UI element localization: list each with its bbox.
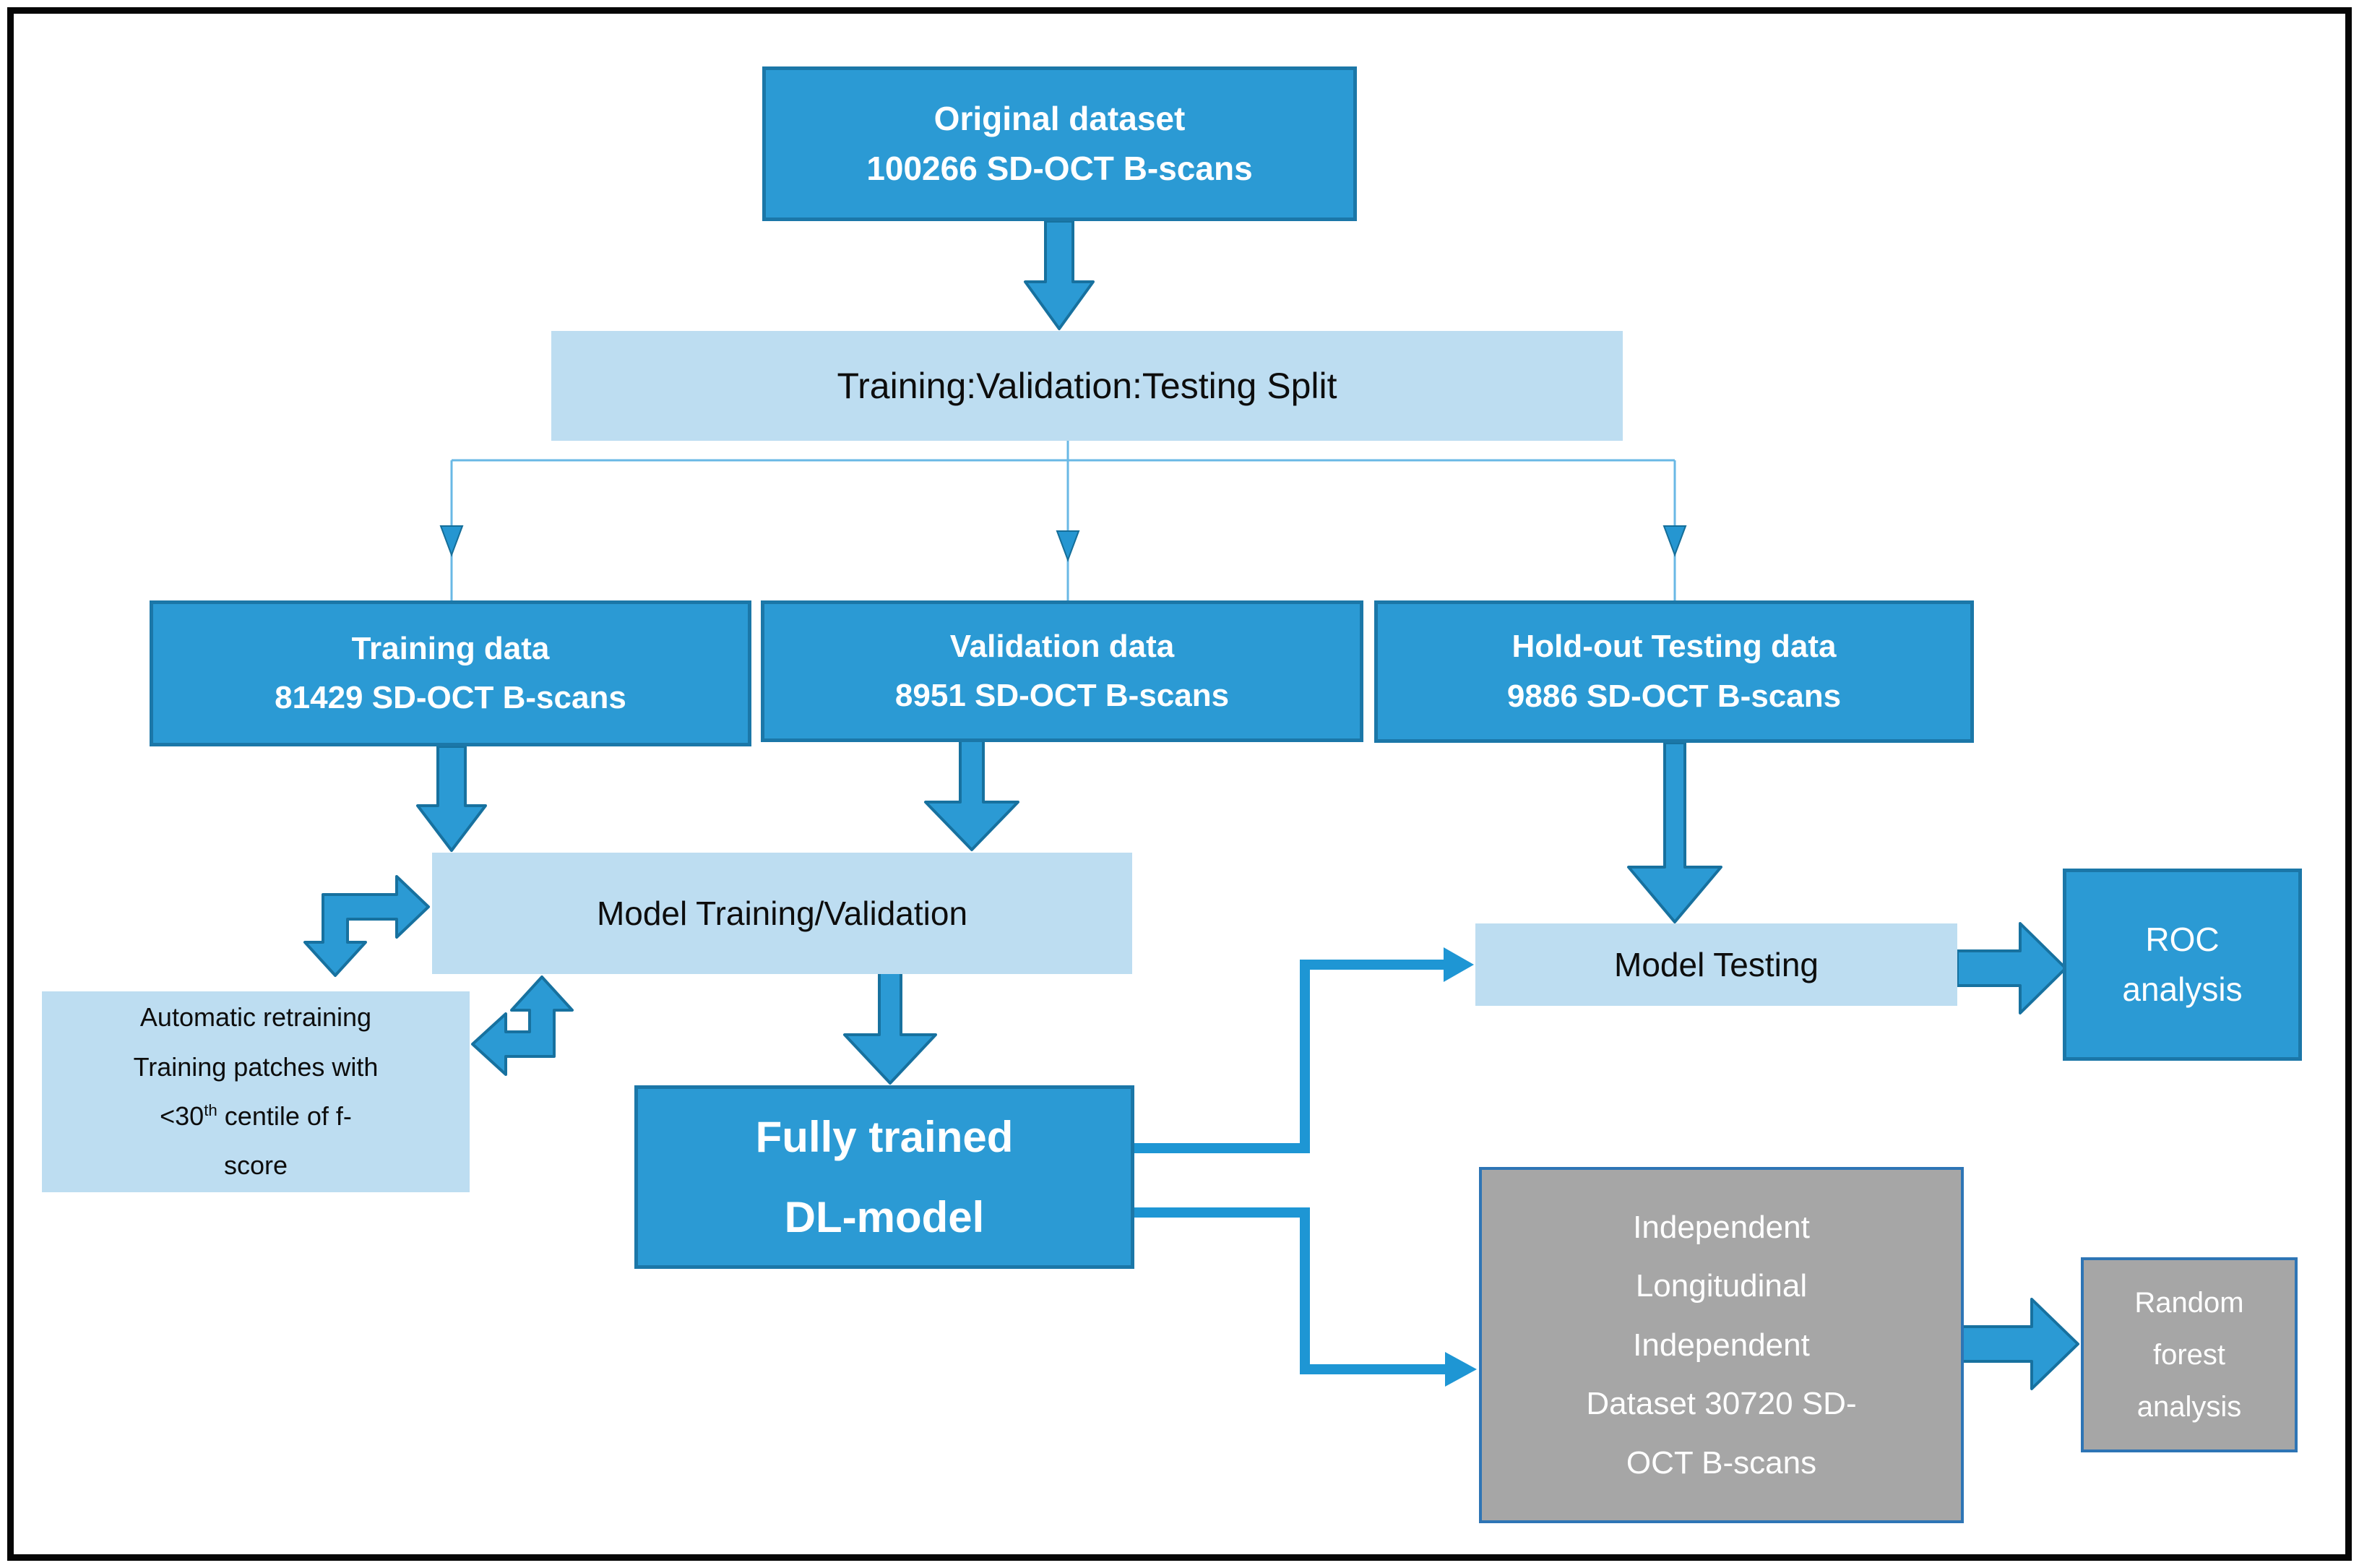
arrow-training-to-modeltv (416, 745, 487, 852)
dl-model-line2: DL-model (784, 1193, 985, 1241)
node-original-dataset: Original dataset 100266 SD-OCT B-scans (762, 66, 1357, 221)
elbow-arrowheads (1444, 947, 1477, 1387)
model-training-validation-label: Model Training/Validation (596, 894, 968, 932)
validation-data-line1: Validation data (949, 628, 1175, 664)
model-testing-label: Model Testing (1614, 945, 1819, 983)
node-random-forest: Random forest analysis (2081, 1257, 2298, 1452)
retraining-line1: Automatic retraining (139, 1002, 372, 1033)
arrowhead-to-validation (1056, 530, 1080, 562)
independent-line5: OCT B-scans (1626, 1444, 1817, 1481)
split-label: Training:Validation:Testing Split (837, 365, 1337, 406)
node-roc-analysis: ROC analysis (2063, 869, 2302, 1061)
node-validation-data: Validation data 8951 SD-OCT B-scans (761, 600, 1363, 742)
arrowhead-to-training (439, 525, 464, 557)
node-split: Training:Validation:Testing Split (551, 331, 1623, 441)
node-holdout-data: Hold-out Testing data 9886 SD-OCT B-scan… (1374, 600, 1974, 743)
roc-line1: ROC (2145, 921, 2220, 958)
arrowhead-into-independent (1445, 1352, 1477, 1387)
elbow-dlmodel-to-modeltesting (1125, 960, 1445, 1153)
arrow-original-to-split (1024, 220, 1095, 330)
node-fully-trained-dl-model: Fully trained DL-model (634, 1085, 1134, 1269)
retraining-superscript: th (204, 1101, 217, 1119)
node-independent-dataset: Independent Longitudinal Independent Dat… (1479, 1167, 1964, 1523)
validation-data-line2: 8951 SD-OCT B-scans (894, 678, 1230, 713)
bent-arrow-modeltv-to-retraining (303, 875, 430, 977)
arrowhead-into-modeltesting (1444, 947, 1474, 982)
holdout-data-line2: 9886 SD-OCT B-scans (1506, 678, 1842, 714)
retraining-line4: score (223, 1150, 288, 1181)
random-forest-line1: Random (2134, 1287, 2244, 1319)
original-dataset-line2: 100266 SD-OCT B-scans (866, 150, 1253, 187)
dlmodel-elbow-connectors (1125, 960, 1446, 1374)
arrow-validation-to-modeltv (924, 739, 1019, 851)
arrow-modeltesting-to-roc (1956, 922, 2067, 1015)
roc-line2: analysis (2122, 970, 2243, 1008)
training-data-line2: 81429 SD-OCT B-scans (275, 680, 626, 715)
retraining-line3: <30th centile of f- (160, 1101, 352, 1131)
arrowhead-to-holdout (1662, 525, 1687, 557)
independent-line1: Independent (1633, 1210, 1810, 1246)
dl-model-line1: Fully trained (755, 1113, 1014, 1161)
node-model-training-validation: Model Training/Validation (432, 853, 1132, 974)
elbow-dlmodel-to-independent (1125, 1207, 1446, 1374)
arrow-modeltv-to-dlmodel (843, 971, 937, 1085)
holdout-data-line1: Hold-out Testing data (1511, 629, 1837, 665)
split-branch-arrowheads (439, 525, 1687, 562)
split-branch-lines (450, 441, 1676, 600)
independent-line4: Dataset 30720 SD- (1586, 1386, 1857, 1422)
block-arrows (303, 220, 2079, 1390)
bent-arrow-retraining-to-modeltv (471, 975, 574, 1076)
arrow-holdout-to-modeltesting (1627, 741, 1722, 923)
node-training-data: Training data 81429 SD-OCT B-scans (150, 600, 751, 746)
random-forest-line2: forest (2152, 1339, 2226, 1371)
node-model-testing: Model Testing (1475, 923, 1957, 1006)
independent-line2: Longitudinal (1635, 1268, 1808, 1304)
original-dataset-line1: Original dataset (933, 100, 1186, 137)
independent-line3: Independent (1633, 1327, 1810, 1363)
training-data-line1: Training data (351, 630, 550, 666)
retraining-line2: Training patches with (133, 1051, 379, 1082)
random-forest-line3: analysis (2136, 1391, 2242, 1423)
node-automatic-retraining: Automatic retraining Training patches wi… (42, 991, 470, 1192)
arrow-independent-to-randomforest (1960, 1298, 2079, 1390)
